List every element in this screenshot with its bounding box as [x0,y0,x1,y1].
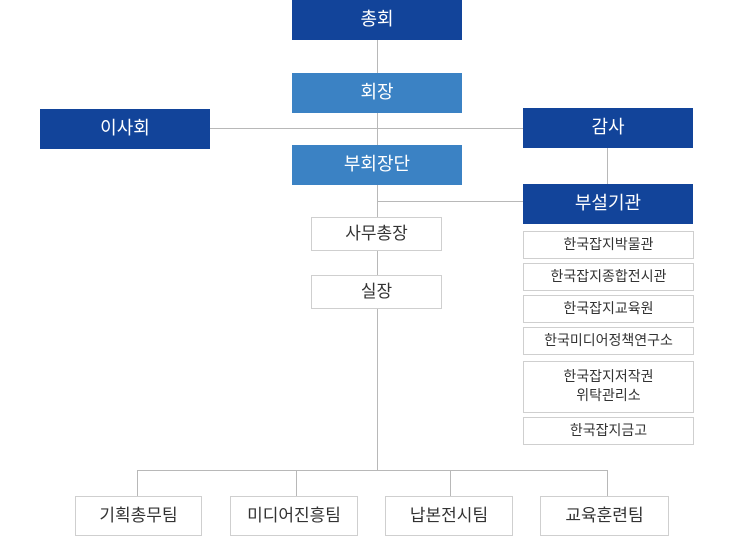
affiliate-item: 한국미디어정책연구소 [523,327,694,355]
affiliate-item: 한국잡지종합전시관 [523,263,694,291]
board-auditor-line [210,128,523,129]
teams-bus-line [137,470,608,471]
team-box-media: 미디어진흥팀 [230,496,358,536]
general-assembly-box: 총회 [292,0,462,40]
team-box-education: 교육훈련팀 [540,496,669,536]
affiliate-item: 한국잡지교육원 [523,295,694,323]
auditor-box: 감사 [523,108,693,148]
team-drop-1 [137,470,138,496]
spine-line [377,40,378,471]
affiliates-title-box: 부설기관 [523,184,693,224]
office-director-box: 실장 [311,275,442,309]
affiliate-item: 한국잡지저작권 위탁관리소 [523,361,694,413]
team-box-planning: 기획총무팀 [75,496,202,536]
president-box: 회장 [292,73,462,113]
vice-president-box: 부회장단 [292,145,462,185]
affiliate-item: 한국잡지박물관 [523,231,694,259]
team-drop-2 [296,470,297,496]
team-box-deposit: 납본전시팀 [385,496,513,536]
board-box: 이사회 [40,109,210,149]
team-drop-4 [607,470,608,496]
team-drop-3 [450,470,451,496]
affiliates-branch-line [377,201,523,202]
auditor-affiliates-line [607,148,608,184]
secretary-general-box: 사무총장 [311,217,442,251]
affiliate-item: 한국잡지금고 [523,417,694,445]
